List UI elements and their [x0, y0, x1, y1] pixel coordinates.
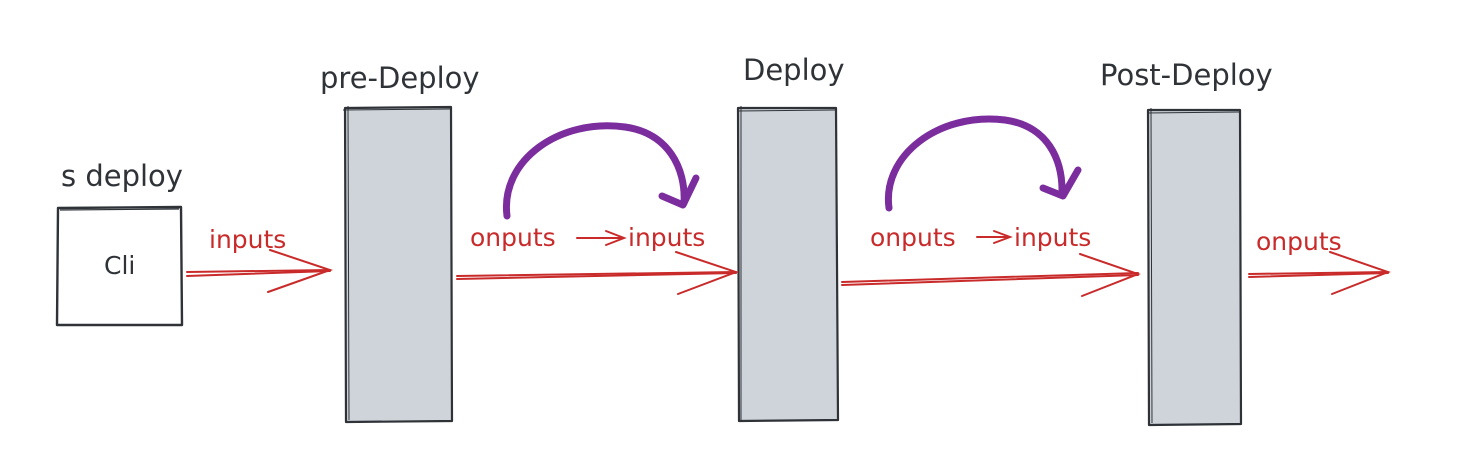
post-deploy-title: Post-Deploy — [1100, 58, 1273, 92]
arrow-pre-to-deploy — [456, 251, 739, 295]
mini-arrow-pre — [576, 230, 627, 246]
mini-arrow-deploy — [976, 230, 1013, 244]
post-deploy-box — [1146, 107, 1243, 427]
cli-out-label: inputs — [209, 225, 286, 254]
arrow-post-out — [1248, 251, 1391, 295]
purple-curve-pre — [503, 122, 700, 220]
deploy-in-label: inputs — [628, 223, 705, 252]
pre-deploy-title: pre-Deploy — [320, 61, 480, 95]
deploy-box — [736, 106, 840, 423]
pre-deploy-box — [342, 105, 454, 424]
deploy-out-label: onputs — [870, 223, 956, 252]
post-in-label: inputs — [1014, 223, 1091, 252]
arrow-cli-to-pre — [186, 249, 334, 293]
cli-box: Cli — [55, 205, 184, 327]
cli-box-label: Cli — [104, 251, 135, 280]
arrow-deploy-to-post — [841, 253, 1141, 297]
pre-out-label: onputs — [470, 223, 556, 252]
post-out-label: onputs — [1256, 227, 1342, 256]
purple-curve-deploy — [884, 115, 1082, 212]
cli-title: s deploy — [61, 159, 183, 193]
deploy-title: Deploy — [743, 53, 845, 87]
